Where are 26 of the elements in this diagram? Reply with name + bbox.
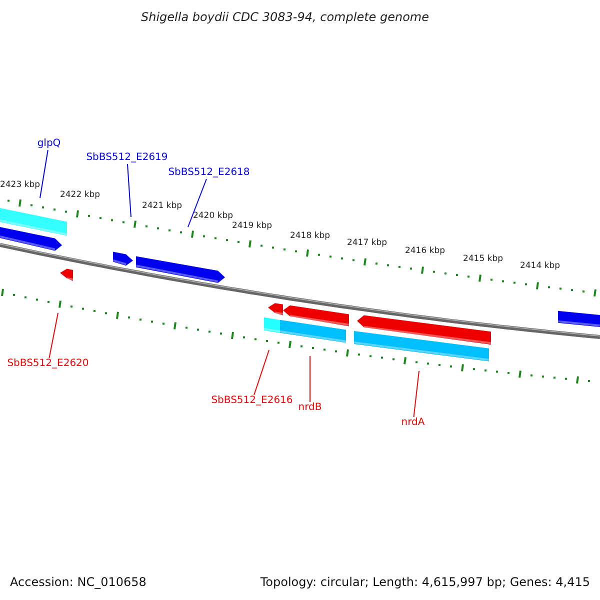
gene-label: SbBS512_E2620 — [7, 359, 89, 369]
leader-line — [188, 178, 207, 228]
scale-label: 2414 kbp — [520, 262, 560, 270]
gene-label: nrdA — [401, 418, 425, 428]
leader-line — [40, 150, 48, 198]
leader-line — [126, 164, 132, 218]
leader-line — [254, 350, 270, 396]
accession-text: Accession: NC_010658 — [10, 576, 146, 588]
diagram-title: Shigella boydii CDC 3083-94, complete genome — [140, 11, 430, 23]
scale-label: 2418 kbp — [290, 232, 330, 240]
leader-line — [48, 312, 58, 358]
scale-label: 2417 kbp — [346, 239, 388, 248]
gene-label: glpQ — [37, 139, 61, 149]
gene-label: nrdB — [298, 403, 322, 413]
gene-label: SbBS512_E2619 — [86, 153, 168, 163]
leader-line — [413, 370, 420, 418]
scale-label: 2421 kbp — [142, 202, 182, 210]
scale-label: 2416 kbp — [404, 247, 446, 256]
scale-label: 2415 kbp — [462, 255, 504, 264]
scale-label: 2422 kbp — [60, 191, 100, 200]
scale-label: 2419 kbp — [232, 222, 272, 230]
scale-label: 2423 kbp — [0, 181, 40, 190]
gene-label: SbBS512_E2616 — [211, 396, 293, 406]
genome-info-text: Topology: circular; Length: 4,615,997 bp; Genes: 4,415 — [260, 576, 590, 588]
scale-label: 2420 kbp — [192, 212, 234, 220]
gene-label: SbBS512_E2618 — [168, 168, 250, 178]
